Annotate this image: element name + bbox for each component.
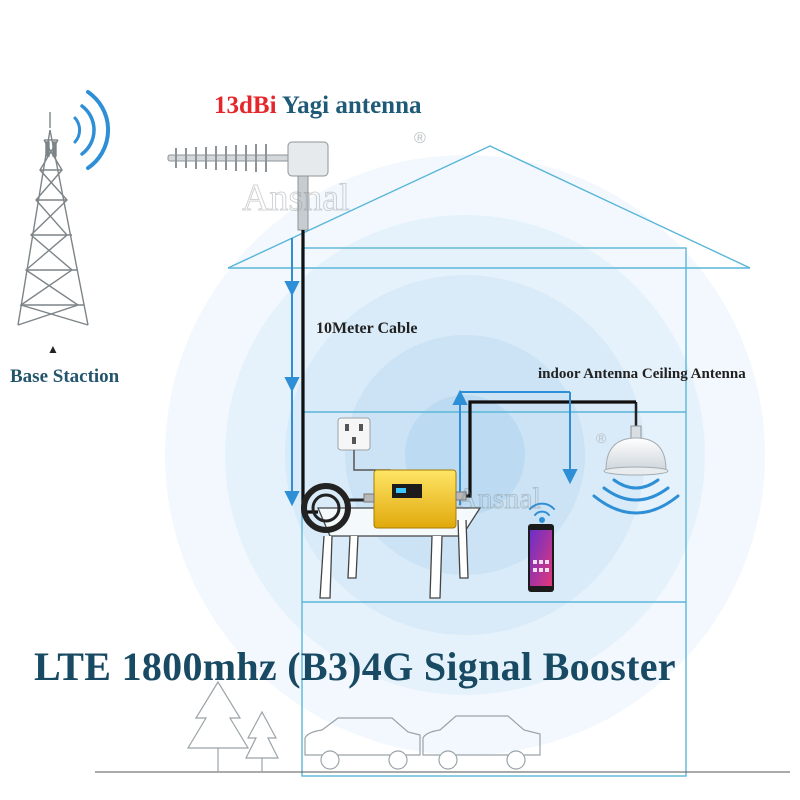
- up-triangle-icon: ▲: [47, 342, 59, 356]
- smartphone-icon: [528, 524, 554, 592]
- ceiling-antenna-waves-icon: [592, 478, 680, 515]
- cell-tower-icon: [17, 112, 89, 326]
- indoor-antenna-label: indoor Antenna Ceiling Antenna: [538, 366, 746, 382]
- down-arrow-icon: [562, 469, 578, 485]
- yagi-antenna-icon: [167, 141, 329, 231]
- tree-icon: [186, 680, 279, 772]
- down-arrow-icon: [284, 491, 300, 507]
- cable-label: 10Meter Cable: [316, 320, 418, 337]
- watermark: Ansnal Ansnal: [242, 177, 542, 516]
- registered-mark: ®: [414, 130, 426, 147]
- up-arrow-icon: [452, 389, 468, 405]
- wifi-signal-icon: [529, 502, 555, 523]
- base-station-label: Base Staction: [10, 366, 120, 387]
- signal-coverage-glow: [165, 155, 765, 755]
- tower-signal-waves-icon: [73, 90, 111, 170]
- down-arrow-icon: [284, 281, 300, 297]
- antenna-title: 13dBi Yagi antenna: [214, 92, 421, 120]
- antenna-gain: 13dBi: [214, 92, 277, 119]
- svg-text:Ansnal: Ansnal: [456, 482, 541, 515]
- ceiling-antenna-icon: [603, 425, 669, 476]
- house-outline: [227, 145, 751, 777]
- headline: LTE 1800mhz (B3)4G Signal Booster: [34, 644, 676, 689]
- signal-booster-device: [363, 469, 467, 529]
- signal-flow-arrows: [284, 238, 578, 507]
- down-arrow-icon: [284, 377, 300, 393]
- registered-mark: ®: [596, 430, 607, 446]
- car-icon: [304, 715, 541, 770]
- antenna-name: Yagi antenna: [281, 92, 422, 119]
- svg-text:Ansnal: Ansnal: [242, 177, 350, 219]
